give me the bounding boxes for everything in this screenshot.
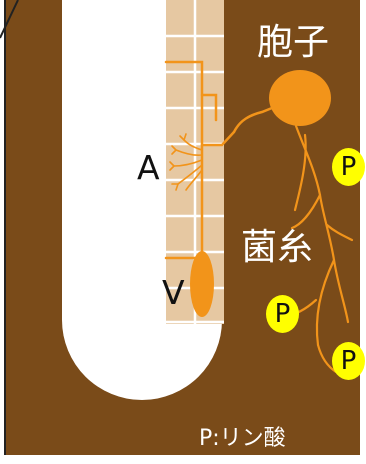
phosphate-badge: P [266, 295, 299, 333]
frame-diagonal-edge [0, 0, 19, 39]
phosphate-symbol: P [340, 346, 357, 376]
arbuscule-label: A [137, 148, 160, 187]
arbuscule [169, 133, 203, 191]
phosphate-badge: P [332, 148, 365, 186]
phosphate-badge: P [332, 342, 365, 380]
vesicle-label: V [162, 273, 185, 312]
phosphate-symbol: P [274, 299, 291, 329]
vesicle [190, 251, 214, 317]
intraradical-hyphae [164, 60, 236, 260]
spore [269, 70, 331, 126]
hypha-label: 菌糸 [241, 227, 314, 268]
phosphate-legend: P:リン酸 [199, 426, 286, 451]
spore-hypha-connection [232, 106, 274, 134]
spore-label: 胞子 [257, 22, 330, 63]
phosphate-symbol: P [340, 152, 357, 182]
